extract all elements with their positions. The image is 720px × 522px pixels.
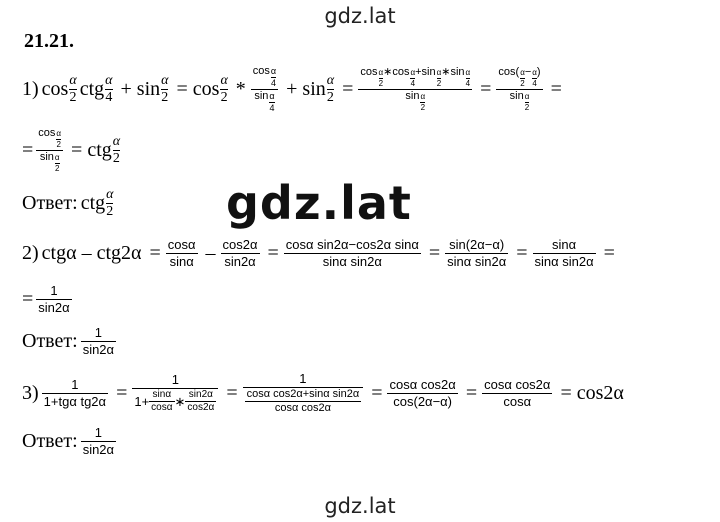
part1-label: 1) <box>22 78 39 100</box>
watermark-top: gdz.lat <box>324 4 396 28</box>
answer-label-3: Ответ: <box>22 429 78 452</box>
watermark-middle: gdz.lat <box>226 176 412 230</box>
part2-lhs: ctgα – ctg2α <box>41 241 142 264</box>
answer-label-2: Ответ: <box>22 329 78 352</box>
frac-sin-diff: sin(2α−α)sinα sin2α <box>445 237 509 269</box>
part3-label: 3) <box>22 381 39 404</box>
watermark-bottom: gdz.lat <box>324 494 396 518</box>
part3-result: cos2α <box>576 381 624 404</box>
answer-label-1: Ответ: <box>22 192 78 214</box>
problem-number: 21.21. <box>24 30 74 52</box>
part2-label: 2) <box>22 241 39 264</box>
